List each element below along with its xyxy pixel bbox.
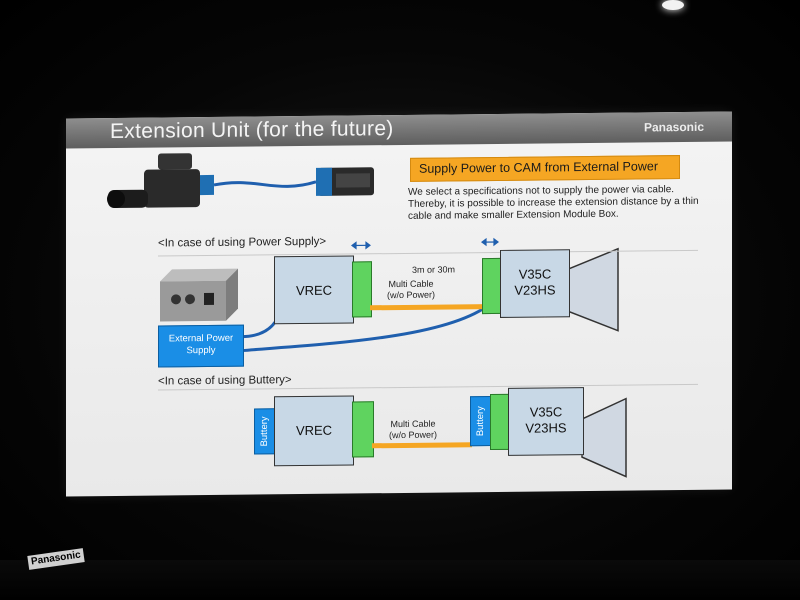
battery-box-right: Buttery <box>470 396 492 447</box>
external-power-supply-box: External Power Supply <box>158 324 244 368</box>
projection-screen: Extension Unit (for the future) Panasoni… <box>66 111 732 497</box>
camera-box: V35C V23HS <box>500 249 570 318</box>
description: We select a specifications not to supply… <box>408 184 699 222</box>
multi-cable <box>372 442 472 449</box>
subtitle: Supply Power to CAM from External Power <box>419 159 658 176</box>
multi-cable-label: Multi Cable (w/o Power) <box>378 418 448 441</box>
camera-label-1: V35C <box>529 404 563 420</box>
multi-cable-line2: (w/o Power) <box>388 429 437 441</box>
multi-cable-line1: Multi Cable <box>388 278 434 290</box>
vrec-box: VREC <box>274 395 354 467</box>
vrec-extension-module <box>352 401 374 458</box>
camera-box: V35C V23HS <box>508 387 584 456</box>
ceiling-light <box>662 0 684 10</box>
diagram-graphics <box>107 153 627 478</box>
battery-label: Buttery <box>475 406 486 437</box>
subtitle-box: Supply Power to CAM from External Power <box>410 155 680 182</box>
battery-box-left: Buttery <box>254 408 276 455</box>
vrec-box: VREC <box>274 255 354 325</box>
camera-lens-shape <box>567 247 619 332</box>
vrec-label: VREC <box>295 422 333 439</box>
external-power-supply-label: External Power Supply <box>168 332 234 357</box>
audience-foreground <box>0 560 800 600</box>
vrec-extension-module <box>352 261 372 318</box>
multi-cable-line2: (w/o Power) <box>386 289 435 301</box>
extension-box-illustration <box>316 167 374 196</box>
distance-label: 3m or 30m <box>412 264 456 275</box>
battery-label: Buttery <box>259 416 270 447</box>
camera-lens-shape <box>581 397 627 478</box>
camera-extension-module <box>482 257 502 315</box>
camera-illustration <box>107 153 214 208</box>
camera-label-2: V23HS <box>514 282 556 298</box>
camera-label-2: V23HS <box>525 420 567 436</box>
power-supply-device <box>160 268 238 322</box>
section-buttery: <In case of using Buttery> <box>158 374 292 388</box>
camera-extension-module <box>490 393 510 451</box>
multi-cable-line1: Multi Cable <box>390 418 436 430</box>
vrec-label: VREC <box>295 282 333 299</box>
camera-label-1: V35C <box>518 266 552 282</box>
multi-cable-label: Multi Cable (w/o Power) <box>376 279 446 302</box>
section-power-supply: <In case of using Power Supply> <box>158 235 327 250</box>
